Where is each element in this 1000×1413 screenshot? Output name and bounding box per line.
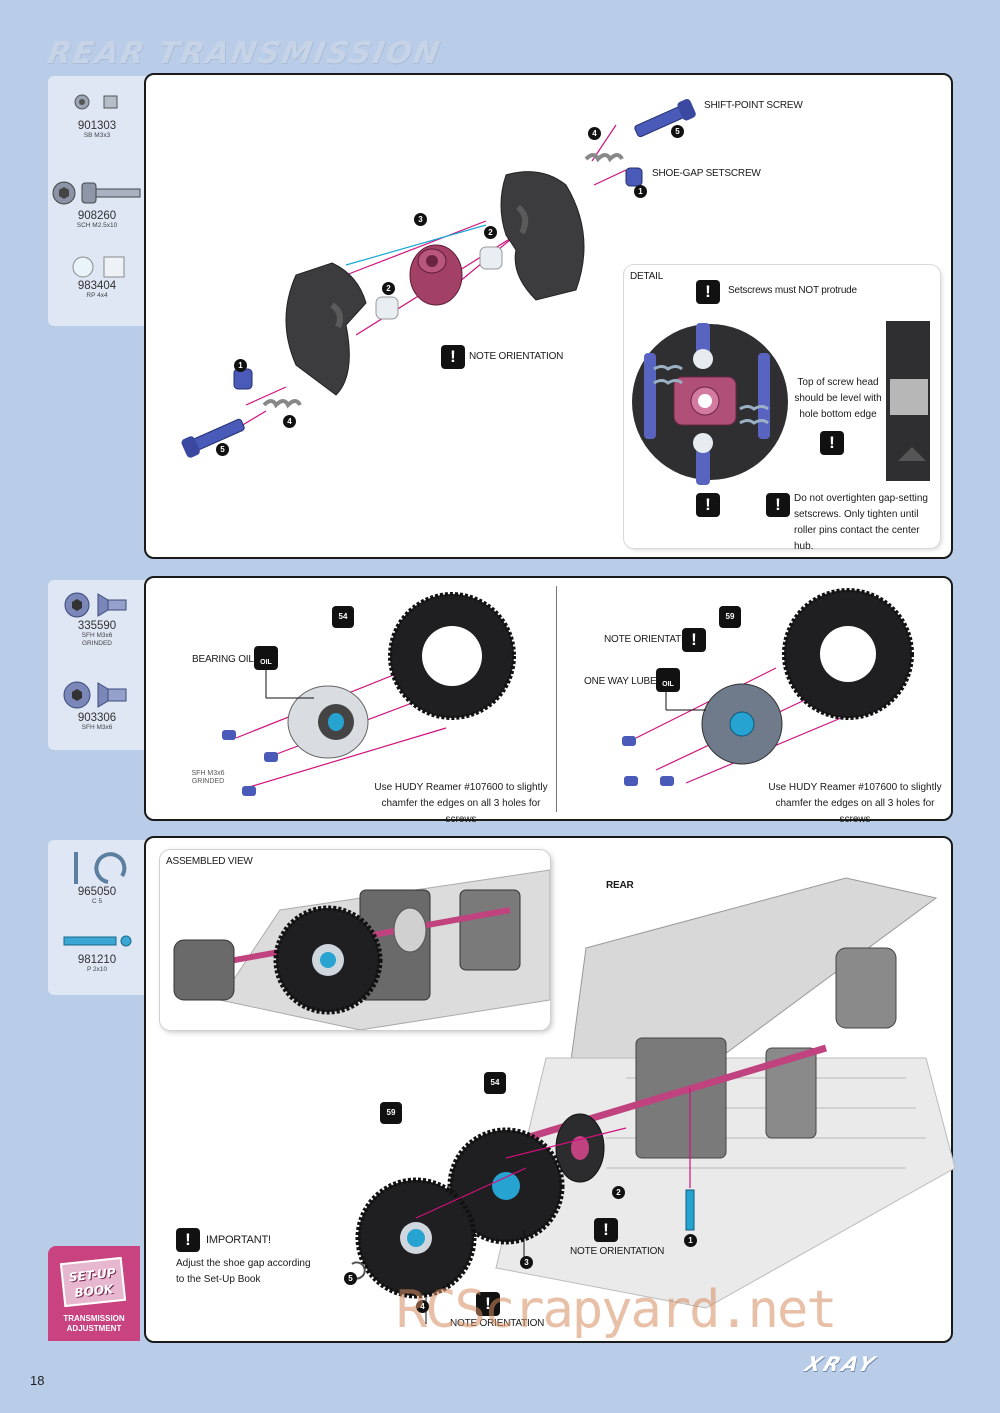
label-note-orientation-1: NOTE ORIENTATION: [570, 1246, 665, 1257]
chassis-assembly-drawing: [351, 877, 956, 1324]
part-desc: RP 4x4: [86, 292, 108, 299]
label-shift-point-screw: SHIFT-POINT SCREW: [704, 100, 803, 111]
part-code: 335590: [77, 620, 117, 632]
part-desc: SB M3x3: [83, 132, 111, 139]
parts-column-3: 965050 C 5 981210 P 2x10: [48, 840, 146, 995]
page-number: 18: [30, 1373, 45, 1388]
warning-icon: !: [594, 1218, 618, 1242]
part-desc: P 2x10: [86, 966, 108, 973]
parts-column-1: 901303 SB M3x3 908260 SCH M2.5x10 983404…: [48, 76, 146, 326]
label-screw-grinded: SFH M3x6 GRINDED: [191, 770, 225, 785]
detail-box: DETAIL ! Setscrews must NOT protrude Top…: [624, 265, 940, 552]
panel-final-assembly: ASSEMBLED VIEW REAR 59 54 1 2 3 4 5 ! NO…: [144, 836, 956, 1343]
reamer-note-left: Use HUDY Reamer #107600 to slightly cham…: [374, 782, 548, 825]
gear-badge-59: 59: [719, 606, 741, 628]
callout-5: 5: [344, 1272, 357, 1285]
gear-badge-59: 59: [380, 1102, 402, 1124]
label-note-orientation-2: NOTE ORIENTATION: [450, 1318, 545, 1329]
callout-4-bottom: 4: [283, 415, 296, 428]
e-clip-icon: [74, 852, 127, 884]
part-desc: C 5: [91, 898, 103, 905]
warning-icon: !: [696, 280, 720, 304]
gear-badge-54: 54: [484, 1072, 506, 1094]
cap-screw-icon: [52, 181, 141, 205]
callout-4-top: 4: [588, 127, 601, 140]
gear-badge-54: 54: [332, 606, 354, 628]
countersunk-screw-icon: [63, 681, 127, 709]
detail-setscrews-note: Setscrews must NOT protrude: [728, 285, 857, 296]
part-desc: SFH M3x6: [81, 724, 113, 731]
part-981210: 981210 P 2x10: [48, 934, 146, 974]
part-983404: 983404 RP 4x4: [48, 256, 146, 300]
part-code: 965050: [77, 886, 117, 898]
brand-logo: XRAY: [801, 1352, 881, 1376]
part-code: 903306: [77, 712, 117, 724]
part-901303: 901303 SB M3x3: [48, 94, 146, 140]
part-desc: SFH M3x6 GRINDED: [81, 632, 113, 647]
callout-3: 3: [414, 213, 427, 226]
warning-icon: !: [476, 1292, 500, 1316]
warning-icon: !: [766, 493, 790, 517]
callout-1-top: 1: [634, 185, 647, 198]
gear-54-assembly-drawing: [222, 592, 516, 796]
detail-top-note: Top of screw head should be level with h…: [794, 377, 882, 420]
setscrew-icon: [74, 94, 118, 110]
part-908260: 908260 SCH M2.5x10: [48, 180, 146, 230]
detail-side-drawing: [886, 321, 930, 481]
callout-5-bottom: 5: [216, 443, 229, 456]
callout-2: 2: [612, 1186, 625, 1199]
callout-1: 1: [684, 1234, 697, 1247]
assembled-view-drawing: [173, 869, 550, 1030]
setup-book-icon: SET-UP BOOK: [59, 1256, 127, 1308]
detail-tighten-note: Do not overtighten gap-setting setscrews…: [794, 493, 928, 552]
part-335590: 335590 SFH M3x6 GRINDED: [48, 592, 146, 648]
warning-icon: !: [696, 493, 720, 517]
assembled-view-title: ASSEMBLED VIEW: [166, 856, 253, 867]
detail-clutch-drawing: [632, 323, 788, 485]
parts-column-2: 335590 SFH M3x6 GRINDED 903306 SFH M3x6: [48, 580, 146, 750]
panel-clutch-exploded: SHIFT-POINT SCREW SHOE-GAP SETSCREW ! NO…: [144, 73, 953, 559]
pin-icon: [63, 935, 132, 947]
label-bearing-oil: BEARING OIL: [192, 654, 254, 665]
reamer-note-right: Use HUDY Reamer #107600 to slightly cham…: [768, 782, 942, 825]
oil-icon: OIL: [656, 668, 680, 692]
part-code: 981210: [77, 954, 117, 966]
callout-5-top: 5: [671, 125, 684, 138]
part-code: 901303: [77, 120, 117, 132]
assembled-view-box: ASSEMBLED VIEW: [160, 850, 550, 1030]
important-text: Adjust the shoe gap according to the Set…: [176, 1258, 311, 1285]
oil-icon: OIL: [254, 646, 278, 670]
callout-3: 3: [520, 1256, 533, 1269]
setup-book-caption: TRANSMISSION ADJUSTMENT: [63, 1314, 125, 1333]
part-code: 983404: [77, 280, 117, 292]
part-903306: 903306 SFH M3x6: [48, 680, 146, 732]
clutch-exploded-drawing: [181, 99, 696, 458]
callout-1-bottom: 1: [234, 359, 247, 372]
detail-title: DETAIL: [630, 271, 664, 282]
callout-2-right: 2: [484, 226, 497, 239]
warning-icon: !: [441, 345, 465, 369]
label-note-orientation: NOTE ORIENTATION: [469, 351, 564, 362]
callout-2-left: 2: [382, 282, 395, 295]
watermark: RCScrapyard.net: [396, 1280, 838, 1340]
label-rear: REAR: [606, 880, 634, 891]
roller-pin-icon: [72, 256, 125, 278]
label-one-way-lube: ONE WAY LUBE: [584, 676, 657, 687]
warning-icon: !: [820, 431, 844, 455]
label-note-orientation: NOTE ORIENTATION: [604, 634, 699, 645]
setup-book-badge[interactable]: SET-UP BOOK TRANSMISSION ADJUSTMENT: [48, 1246, 140, 1341]
panel-divider: [556, 586, 557, 812]
important-title: IMPORTANT!: [206, 1234, 271, 1246]
label-shoe-gap-setscrew: SHOE-GAP SETSCREW: [652, 168, 761, 179]
warning-icon: !: [682, 628, 706, 652]
part-965050: 965050 C 5: [48, 850, 146, 906]
part-code: 908260: [77, 210, 117, 222]
part-desc: SCH M2.5x10: [76, 222, 118, 229]
callout-4: 4: [416, 1300, 429, 1313]
warning-icon: !: [176, 1228, 200, 1252]
countersunk-screw-icon: [64, 592, 127, 618]
gear-59-assembly-drawing: [622, 588, 914, 786]
panel-spur-gears: 54 BEARING OIL OIL SFH M3x6 GRINDED Use …: [144, 576, 953, 825]
page-title: REAR TRANSMISSION: [44, 36, 444, 71]
